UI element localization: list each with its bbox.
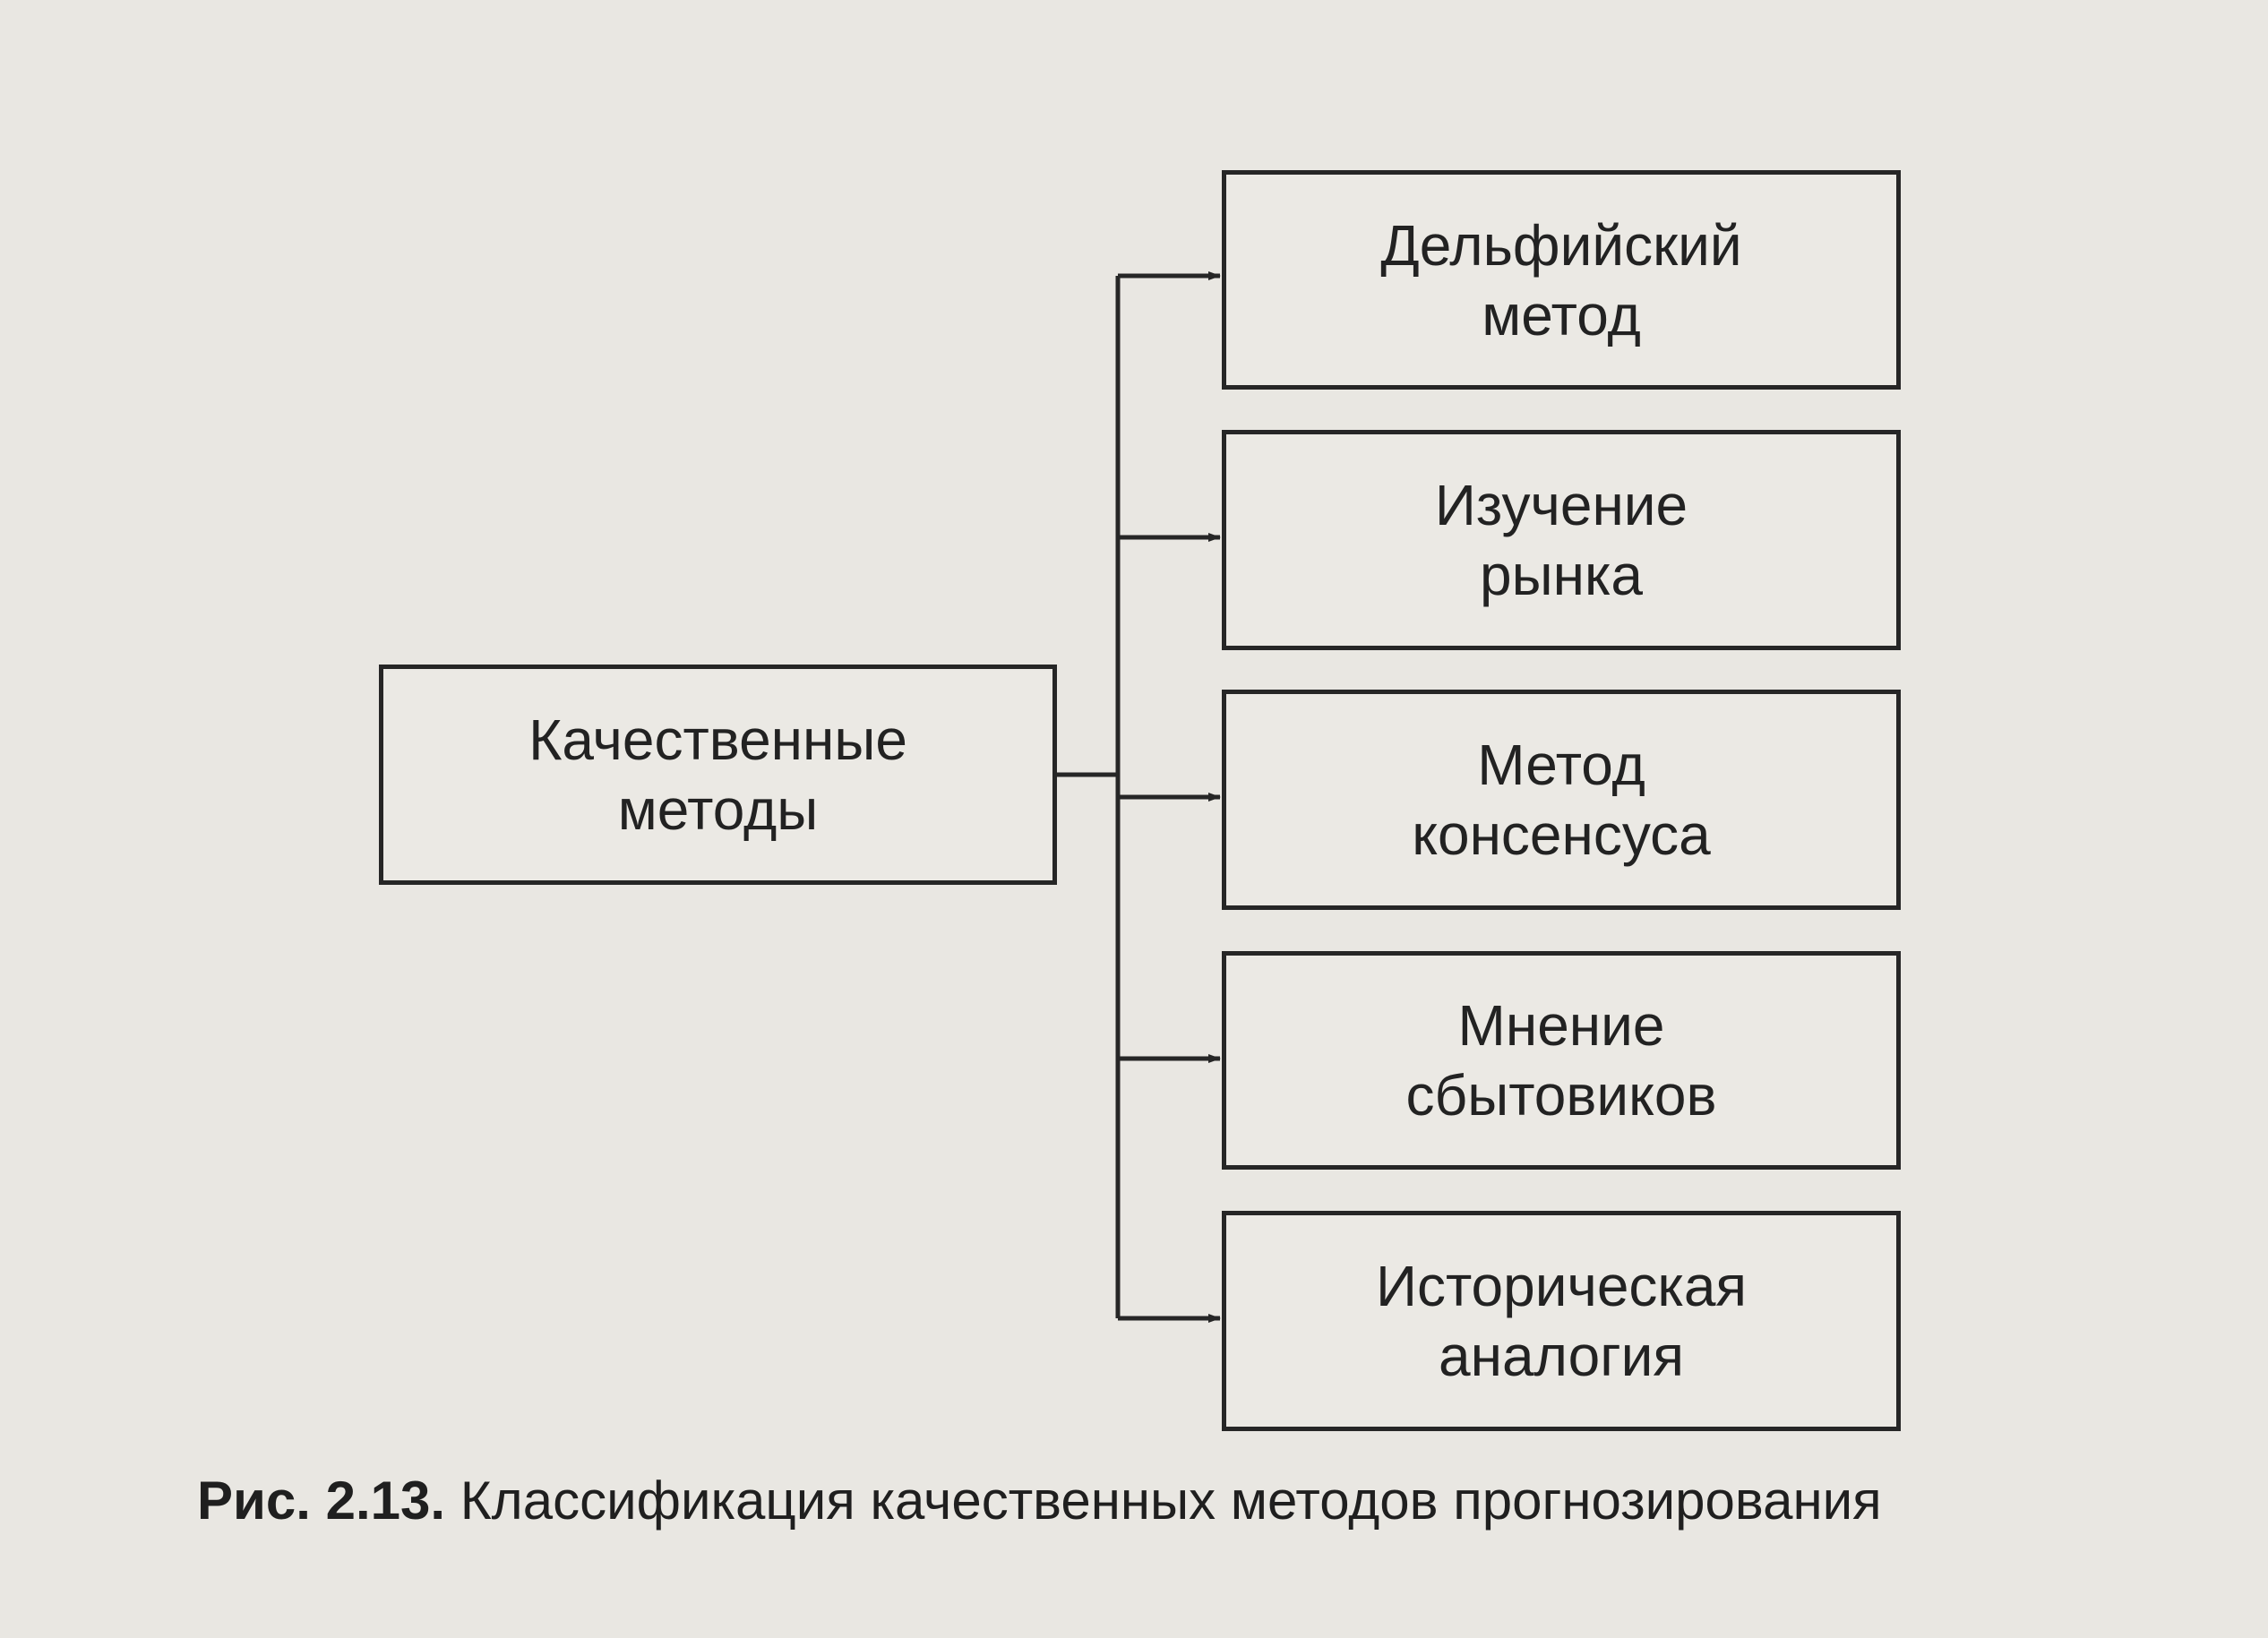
child-node-consensus-method: Метод консенсуса [1222,690,1901,910]
child-node-line-2: метод [1482,282,1641,347]
child-node-market-research: Изучение рынка [1222,430,1901,650]
figure-caption: Рис. 2.13. Классификация качественных ме… [197,1469,1882,1533]
child-node-line-2: сбытовиков [1405,1063,1717,1128]
child-node-line-2: рынка [1480,543,1643,607]
child-node-historical-analogy: Историческая аналогия [1222,1211,1901,1431]
child-node-delphi-method: Дельфийский метод [1222,170,1901,390]
child-node-line-1: Мнение [1457,993,1665,1058]
root-node-line-2: методы [617,777,819,842]
root-node: Качественные методы [379,665,1057,885]
child-node-line-1: Дельфийский [1380,212,1742,278]
child-node-line-2: консенсуса [1412,802,1711,867]
figure-caption-label: Рис. 2.13. [197,1471,446,1531]
root-node-line-1: Качественные [528,708,907,772]
child-node-line-2: аналогия [1439,1324,1684,1388]
child-node-line-1: Историческая [1375,1254,1748,1318]
child-node-line-1: Изучение [1434,473,1688,537]
child-node-sales-opinion: Мнение сбытовиков [1222,951,1901,1170]
child-node-line-1: Метод [1477,733,1645,797]
figure-caption-text: Классификация качественных методов прогн… [460,1471,1882,1531]
